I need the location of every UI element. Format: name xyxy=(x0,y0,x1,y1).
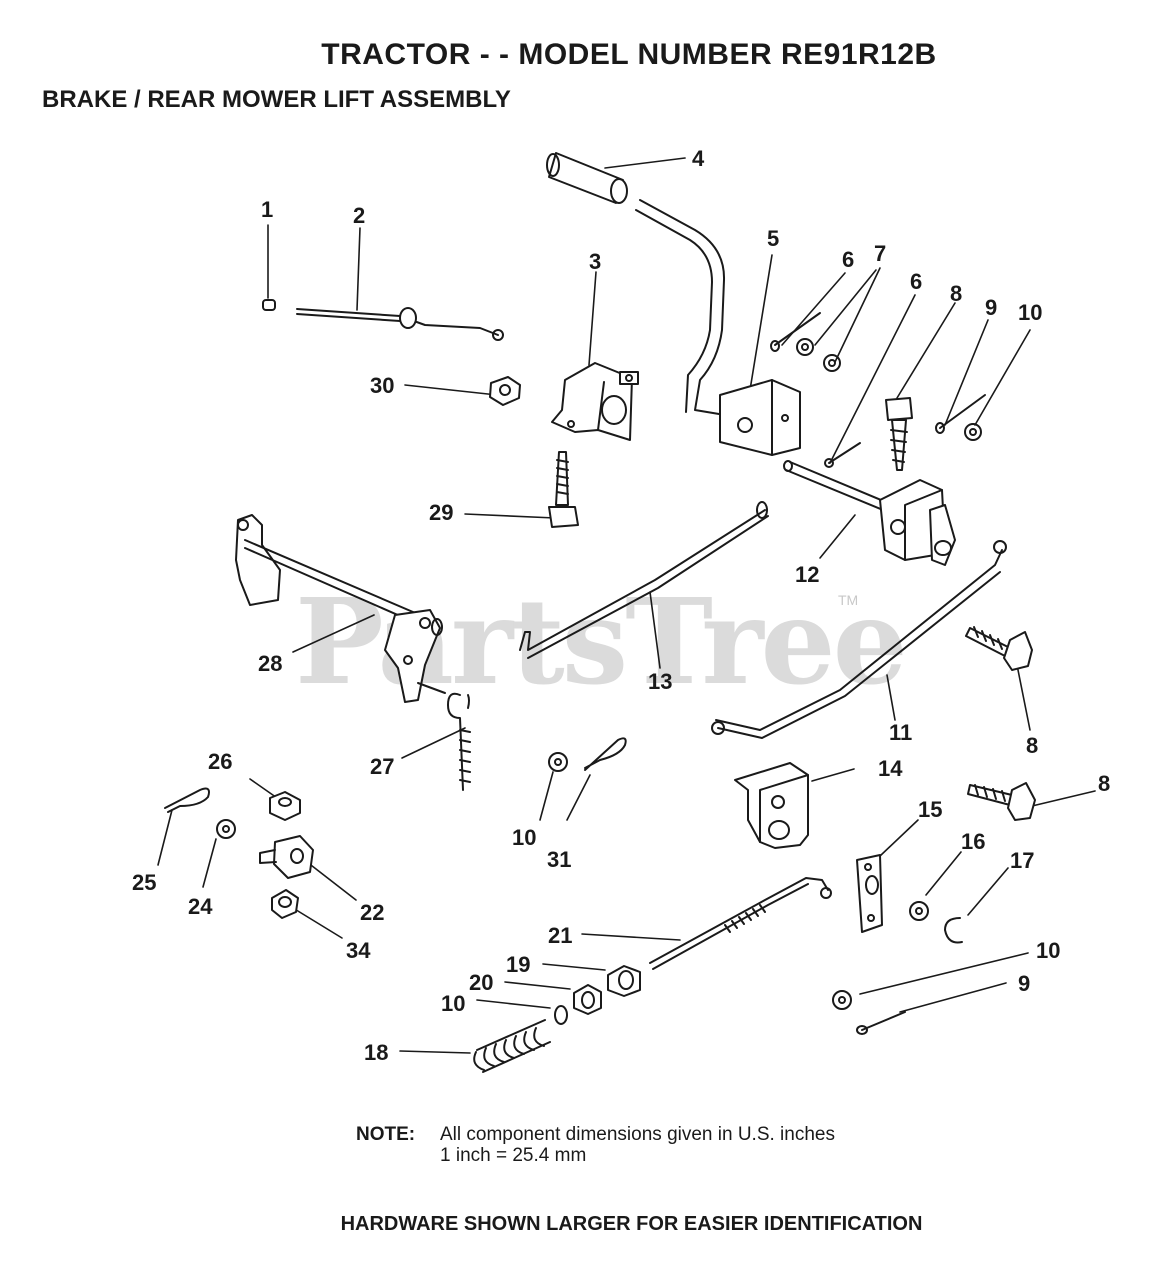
callout-26[interactable]: 26 xyxy=(208,749,233,774)
callout-4[interactable]: 4 xyxy=(692,146,705,171)
part-25-hairpin xyxy=(164,787,210,813)
callout-6b[interactable]: 6 xyxy=(910,269,923,294)
part-17-e-ring xyxy=(944,917,963,944)
part-15-plate xyxy=(856,854,883,933)
callout-20[interactable]: 20 xyxy=(469,970,494,995)
part-27-hook-rod xyxy=(447,692,471,791)
callout-9[interactable]: 9 xyxy=(985,295,998,320)
part-19-nut xyxy=(607,965,641,997)
callout-2[interactable]: 2 xyxy=(353,203,366,228)
callout-13[interactable]: 13 xyxy=(648,669,673,694)
callout-19[interactable]: 19 xyxy=(506,952,531,977)
part-3-bracket xyxy=(551,362,639,441)
note-line-2: 1 inch = 25.4 mm xyxy=(440,1145,587,1166)
note-line-1: All component dimensions given in U.S. i… xyxy=(440,1124,835,1145)
callout-30[interactable]: 30 xyxy=(370,373,395,398)
callout-16[interactable]: 16 xyxy=(961,829,986,854)
footer-hardware-note: HARDWARE SHOWN LARGER FOR EASIER IDENTIF… xyxy=(340,1213,923,1235)
callout-18[interactable]: 18 xyxy=(364,1040,389,1065)
watermark-trademark: TM xyxy=(838,592,859,608)
part-24-washer xyxy=(216,819,236,839)
part-29-bolt xyxy=(548,451,579,528)
callout-12[interactable]: 12 xyxy=(795,562,820,587)
part-22-trunnion xyxy=(259,835,314,879)
part-10-washer-bottom xyxy=(832,990,852,1010)
callout-25[interactable]: 25 xyxy=(132,870,157,895)
callout-22[interactable]: 22 xyxy=(360,900,385,925)
part-6-cotter-pin-b xyxy=(824,442,861,468)
note-label: NOTE: xyxy=(356,1124,416,1145)
part-9-cotter-pin-top xyxy=(935,394,986,434)
callout-6[interactable]: 6 xyxy=(842,247,855,272)
part-1-clip xyxy=(262,299,276,311)
part-16-washer xyxy=(909,901,929,921)
part-12-cross-shaft xyxy=(783,460,956,566)
callout-8[interactable]: 8 xyxy=(950,281,963,306)
part-8-bolt-top xyxy=(885,397,913,471)
callout-24[interactable]: 24 xyxy=(188,894,213,919)
callout-10[interactable]: 10 xyxy=(1018,300,1043,325)
callout-5[interactable]: 5 xyxy=(767,226,780,251)
part-4-handle-grip xyxy=(546,152,628,204)
part-10-washer-top xyxy=(964,423,982,441)
callout-11[interactable]: 11 xyxy=(889,720,913,745)
part-9-cotter-pin-bottom xyxy=(856,1011,906,1035)
part-2-brake-rod xyxy=(296,307,504,341)
part-21-brake-rod xyxy=(649,877,832,970)
callout-34[interactable]: 34 xyxy=(346,938,371,963)
part-5-lift-lever xyxy=(635,199,801,456)
part-20-nut xyxy=(573,984,602,1015)
part-28-rockshaft xyxy=(235,514,446,703)
callout-21[interactable]: 21 xyxy=(548,923,573,948)
callout-31[interactable]: 31 xyxy=(547,847,572,872)
part-6-cotter-pin xyxy=(770,312,821,352)
callout-3[interactable]: 3 xyxy=(589,249,602,274)
part-10-washer-lower xyxy=(554,1005,568,1025)
note-text: All component dimensions given in U.S. i… xyxy=(440,1124,835,1166)
part-8-bolt-lower xyxy=(967,782,1036,821)
callout-28[interactable]: 28 xyxy=(258,651,283,676)
part-34-lock-nut xyxy=(271,889,299,919)
callout-9b[interactable]: 9 xyxy=(1018,971,1031,996)
callout-17[interactable]: 17 xyxy=(1010,848,1035,873)
callout-10c[interactable]: 10 xyxy=(1036,938,1061,963)
part-31-hairpin xyxy=(584,737,627,771)
callout-27[interactable]: 27 xyxy=(370,754,395,779)
part-30-nut xyxy=(489,376,521,406)
callout-7[interactable]: 7 xyxy=(874,241,887,266)
part-10-washer-middle xyxy=(548,752,568,772)
part-26-nut xyxy=(269,791,301,821)
callout-15[interactable]: 15 xyxy=(918,797,943,822)
part-8-bolt-middle xyxy=(965,626,1033,671)
callout-8b[interactable]: 8 xyxy=(1026,733,1039,758)
callout-1[interactable]: 1 xyxy=(261,197,274,222)
leader-lines xyxy=(157,157,1096,1054)
callout-14[interactable]: 14 xyxy=(878,756,903,781)
callout-29[interactable]: 29 xyxy=(429,500,454,525)
callout-8c[interactable]: 8 xyxy=(1098,771,1111,796)
part-13-lift-link xyxy=(519,501,769,659)
part-11-brake-rod xyxy=(711,540,1007,739)
part-7-washers xyxy=(796,338,841,372)
callout-10d[interactable]: 10 xyxy=(441,991,466,1016)
assembly-subtitle: BRAKE / REAR MOWER LIFT ASSEMBLY xyxy=(42,86,511,113)
page-title: TRACTOR - - MODEL NUMBER RE91R12B xyxy=(321,38,937,71)
part-18-spring xyxy=(473,1019,551,1073)
callout-10b[interactable]: 10 xyxy=(512,825,537,850)
part-14-bracket xyxy=(734,762,809,849)
